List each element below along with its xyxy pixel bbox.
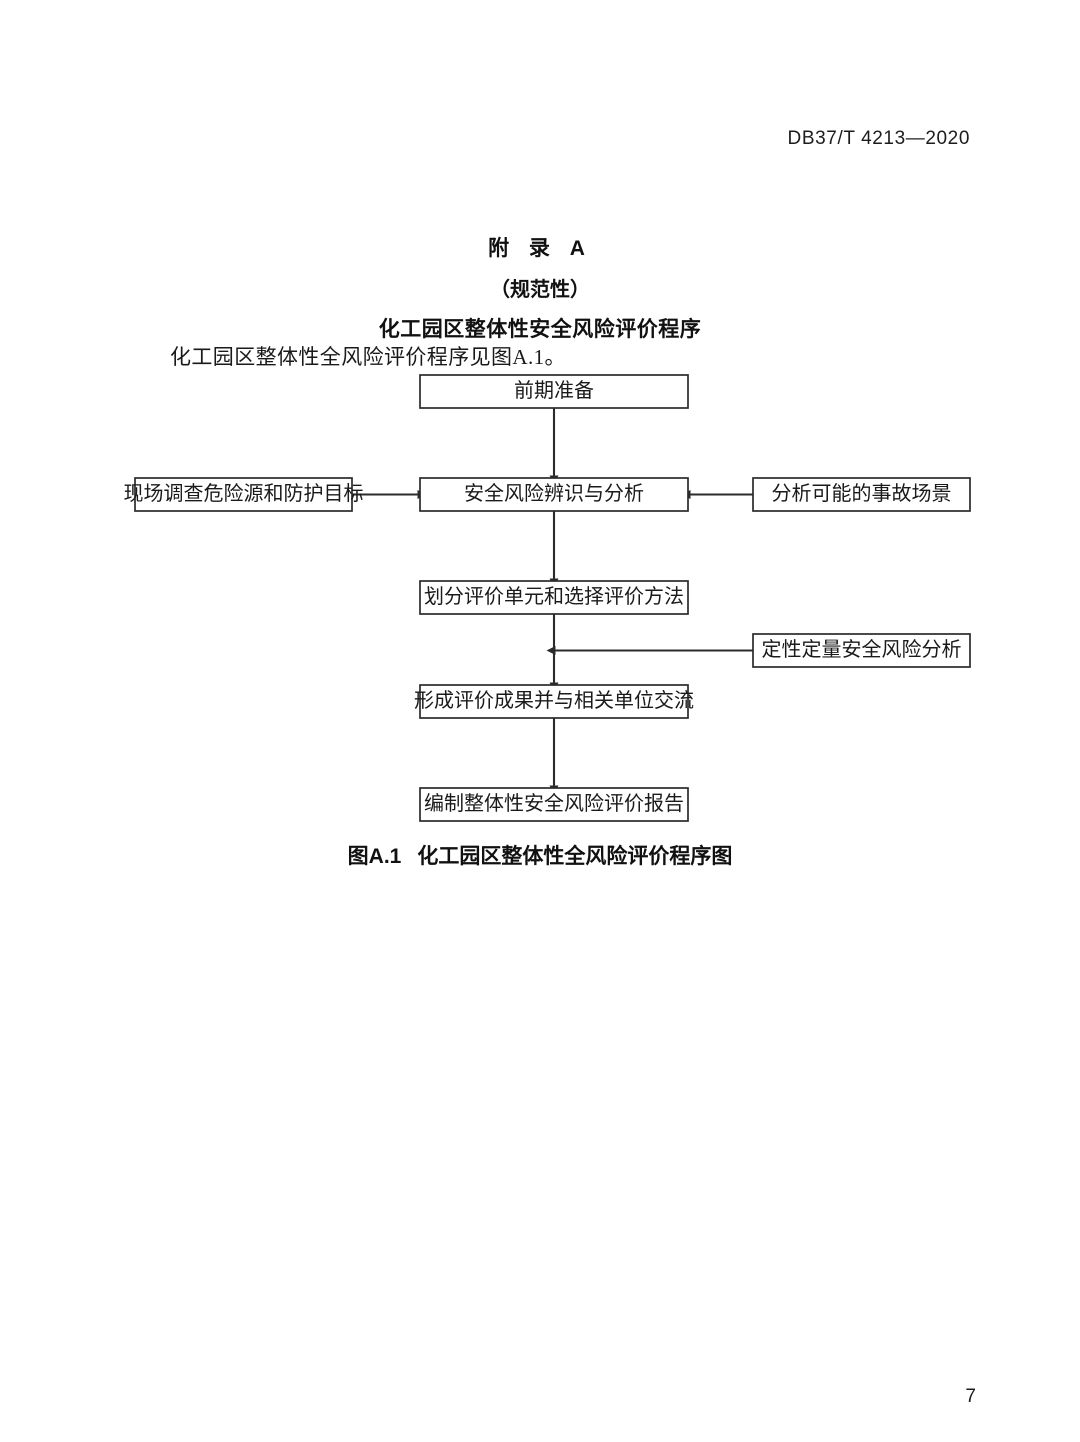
flowchart-node: 编制整体性安全风险评价报告 [419, 787, 689, 822]
flowchart-node: 分析可能的事故场景 [752, 477, 971, 512]
flowchart-node-label: 安全风险辨识与分析 [464, 482, 644, 505]
flowchart-node: 现场调查危险源和防护目标 [124, 477, 364, 512]
page-number: 7 [965, 1386, 976, 1407]
flowchart-nodes: 前期准备安全风险辨识与分析划分评价单元和选择评价方法形成评价成果并与相关单位交流… [124, 374, 971, 822]
figure-caption-number: 图A.1 [347, 845, 402, 868]
flowchart-node: 划分评价单元和选择评价方法 [419, 580, 689, 615]
figure-caption-title: 化工园区整体性全风险评价程序图 [417, 845, 733, 868]
flowchart-node: 前期准备 [419, 374, 689, 409]
flowchart-node-label: 编制整体性安全风险评价报告 [424, 792, 684, 815]
standard-number-header: DB37/T 4213—2020 [787, 128, 970, 149]
flowchart-node-label: 现场调查危险源和防护目标 [124, 482, 364, 505]
flowchart-node-label: 分析可能的事故场景 [772, 482, 952, 505]
annex-label: 附 录 A [488, 237, 592, 260]
flowchart-node-box [752, 633, 971, 668]
flowchart-node-box [419, 580, 689, 615]
annex-title-block: 附 录 A （规范性） 化工园区整体性安全风险评价程序 [0, 232, 1080, 343]
annex-kind: （规范性） [490, 279, 590, 301]
flowchart-node-box [419, 787, 689, 822]
intro-paragraph: 化工园区整体性全风险评价程序见图A.1。 [170, 345, 566, 369]
annex-title: 化工园区整体性安全风险评价程序 [378, 318, 702, 341]
flowchart-figure: 前期准备安全风险辨识与分析划分评价单元和选择评价方法形成评价成果并与相关单位交流… [110, 370, 990, 840]
flowchart-node: 安全风险辨识与分析 [419, 477, 689, 512]
flowchart-node-box [752, 477, 971, 512]
flowchart-connectors [352, 408, 753, 795]
flowchart-node: 形成评价成果并与相关单位交流 [414, 684, 694, 719]
flowchart-node-label: 划分评价单元和选择评价方法 [424, 585, 684, 608]
flowchart-node-box [419, 374, 689, 409]
flowchart-node: 定性定量安全风险分析 [752, 633, 971, 668]
flowchart-node-label: 前期准备 [514, 379, 594, 402]
figure-caption: 图A.1 化工园区整体性全风险评价程序图 [0, 840, 1080, 870]
flowchart-node-label: 定性定量安全风险分析 [762, 638, 962, 661]
flowchart-node-label: 形成评价成果并与相关单位交流 [414, 689, 694, 712]
flowchart-node-box [134, 477, 353, 512]
flowchart-node-box [419, 477, 689, 512]
flowchart-node-box [419, 684, 689, 719]
